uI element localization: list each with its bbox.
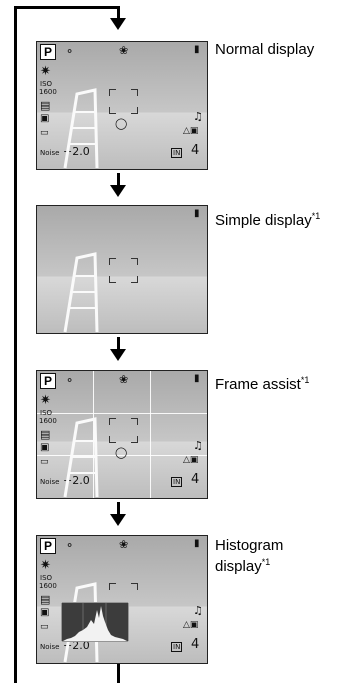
arrow-down-3: [110, 349, 126, 361]
iso-label: ISO: [40, 574, 53, 582]
caption-histogram-text: Histogram display: [215, 537, 284, 575]
af-frame-br: [131, 107, 138, 114]
flow-line-4: [117, 502, 120, 516]
drive-icon: ▤: [40, 99, 51, 112]
flow-line-top: [14, 6, 120, 9]
af-frame-tl: [109, 89, 116, 96]
audio-icon: △▣: [183, 455, 199, 465]
caption-simple-display: Simple display*1: [215, 208, 320, 229]
frames-count: 4: [191, 143, 200, 158]
af-frame-tl: [109, 418, 116, 425]
af-frame-bl: [109, 436, 116, 443]
noise-label: Noise: [40, 643, 60, 651]
caption-simple-text: Simple display: [215, 212, 312, 229]
white-balance-icon: ✷: [40, 393, 51, 408]
white-balance-icon: ✷: [40, 64, 51, 79]
screen-frame-assist: P ⚬ ❀ ▮ ✷ ISO 1600 ▤ ▣ ▭ Noise +2.0 IN 4…: [36, 370, 208, 499]
macro-icon: ❀: [119, 44, 129, 57]
arrow-down-2: [110, 185, 126, 197]
af-frame-tr: [131, 258, 138, 265]
metering-icon: ▣: [40, 607, 50, 618]
white-balance-icon: ✷: [40, 558, 51, 573]
flash-icon: ⚬: [65, 539, 75, 552]
flow-line-2: [117, 173, 120, 187]
af-frame-tl: [109, 258, 116, 265]
footnote-frame: *1: [300, 375, 310, 385]
noise-label: Noise: [40, 478, 60, 486]
self-timer-icon: ◯: [115, 446, 128, 459]
caption-frame-assist: Frame assist*1: [215, 372, 309, 393]
mic-icon: ♫: [193, 604, 203, 617]
grid-line-h2: [37, 455, 207, 456]
flash-icon: ⚬: [65, 45, 75, 58]
grid-line-v1: [93, 371, 94, 498]
grid-line-h1: [37, 413, 207, 414]
lifeguard-chair: [63, 88, 99, 169]
iso-label: ISO: [40, 409, 53, 417]
image-size-icon: ▭: [40, 457, 49, 467]
iso-value: 1600: [39, 417, 57, 425]
battery-icon: ▮: [194, 538, 200, 549]
noise-label: Noise: [40, 149, 60, 157]
metering-icon: ▣: [40, 113, 50, 124]
metering-icon: ▣: [40, 442, 50, 453]
af-frame-br: [131, 436, 138, 443]
self-timer-icon: ◯: [115, 117, 128, 130]
caption-frame-text: Frame assist: [215, 376, 301, 393]
mode-p-icon: P: [40, 44, 56, 60]
battery-icon: ▮: [194, 373, 200, 384]
image-size-icon: ▭: [40, 622, 49, 632]
iso-value: 1600: [39, 88, 57, 96]
macro-icon: ❀: [119, 373, 129, 386]
screen-simple-display: ▮: [36, 205, 208, 334]
memory-label: IN: [171, 477, 183, 487]
iso-value: 1600: [39, 582, 57, 590]
caption-normal-display: Normal display: [215, 41, 314, 58]
drive-icon: ▤: [40, 428, 51, 441]
lifeguard-chair: [63, 252, 99, 333]
histogram-graph: [61, 602, 129, 642]
flow-line-right-top: [117, 6, 120, 20]
mode-p-icon: P: [40, 538, 56, 554]
screen-histogram-display: P ⚬ ❀ ▮ ✷ ISO 1600 ▤ ▣ ▭ Noise +2.0 IN 4…: [36, 535, 208, 664]
af-frame-br: [131, 276, 138, 283]
audio-icon: △▣: [183, 126, 199, 136]
af-frame-tr: [131, 583, 138, 590]
audio-icon: △▣: [183, 620, 199, 630]
iso-label: ISO: [40, 80, 53, 88]
flow-line-left: [14, 6, 17, 683]
caption-histogram: Histogram display*1: [215, 537, 330, 575]
af-frame-tl: [109, 583, 116, 590]
flash-icon: ⚬: [65, 374, 75, 387]
frames-count: 4: [191, 637, 200, 652]
battery-icon: ▮: [194, 208, 200, 219]
mic-icon: ♫: [193, 110, 203, 123]
footnote-simple: *1: [311, 211, 321, 221]
af-frame-bl: [109, 276, 116, 283]
flow-line-3: [117, 337, 120, 351]
flow-line-bottom: [117, 664, 120, 683]
drive-icon: ▤: [40, 593, 51, 606]
memory-label: IN: [171, 642, 183, 652]
memory-label: IN: [171, 148, 183, 158]
footnote-histogram: *1: [261, 557, 271, 567]
screen-normal-display: P ⚬ ❀ ▮ ✷ ISO 1600 ▤ ▣ ▭ Noise +2.0 IN 4…: [36, 41, 208, 170]
image-size-icon: ▭: [40, 128, 49, 138]
af-frame-bl: [109, 107, 116, 114]
lifeguard-chair: [63, 417, 99, 498]
arrow-down-1: [110, 18, 126, 30]
mic-icon: ♫: [193, 439, 203, 452]
af-frame-tr: [131, 418, 138, 425]
frames-count: 4: [191, 472, 200, 487]
af-frame-tr: [131, 89, 138, 96]
caption-normal-text: Normal display: [215, 41, 315, 58]
mode-p-icon: P: [40, 373, 56, 389]
battery-icon: ▮: [194, 44, 200, 55]
macro-icon: ❀: [119, 538, 129, 551]
arrow-down-4: [110, 514, 126, 526]
grid-line-v2: [150, 371, 151, 498]
